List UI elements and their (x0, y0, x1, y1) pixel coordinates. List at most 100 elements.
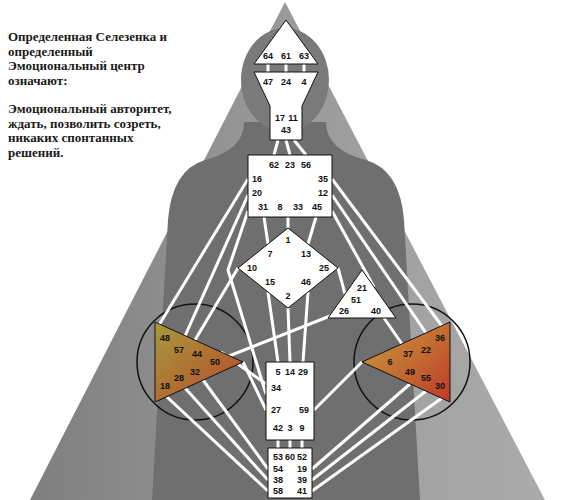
gate-number: 4 (301, 78, 306, 87)
heading-text: Определенная Селезенка и определенный Эм… (8, 30, 180, 88)
channel-line (301, 440, 304, 448)
channel-line (312, 391, 426, 480)
note-text: Эмоциональный авторитет, ждать, позволит… (8, 102, 180, 160)
center-shape (254, 72, 318, 140)
gate-number: 40 (371, 307, 381, 316)
gate-number: 5 (275, 368, 280, 377)
channel-line (274, 140, 278, 155)
gate-number: 56 (301, 161, 311, 170)
gate-number: 42 (273, 424, 283, 433)
channel-line (312, 398, 442, 491)
gate-number: 22 (421, 346, 431, 355)
gate-number: 12 (318, 189, 328, 198)
gate-number: 59 (299, 406, 309, 415)
center-shape (254, 20, 318, 64)
channel-line (288, 308, 290, 362)
gate-number: 19 (297, 465, 307, 474)
channel-line (185, 388, 268, 480)
gate-number: 63 (299, 52, 309, 61)
gate-number: 8 (277, 203, 282, 212)
gate-number: 47 (263, 78, 273, 87)
channel-line (203, 380, 268, 469)
gate-number: 29 (298, 368, 308, 377)
center-shape (362, 322, 450, 402)
channel-line (185, 195, 248, 336)
gate-number: 13 (301, 250, 311, 259)
gate-number: 9 (299, 424, 304, 433)
spleen-center: 48 57 44 50 32 28 18 (155, 322, 243, 402)
channel-line (264, 217, 268, 244)
gate-number: 43 (281, 126, 291, 135)
center-shape (266, 362, 314, 440)
gate-number: 58 (273, 487, 283, 496)
gate-number: 25 (319, 264, 329, 273)
gate-number: 21 (357, 284, 367, 293)
gate-number: 55 (421, 374, 431, 383)
channel-line (332, 211, 374, 287)
channel-line (195, 268, 238, 340)
gate-number: 6 (387, 358, 392, 367)
heart-center: 21512640 (328, 270, 396, 318)
gate-number: 16 (252, 175, 262, 184)
center-outline (328, 270, 396, 318)
gate-number: 30 (435, 382, 445, 391)
gate-number: 32 (190, 368, 200, 377)
sacral-center: 5 1429 34 27 59 42 39 (266, 362, 314, 440)
gate-number: 24 (281, 78, 291, 87)
g-center: 1 7 13 10 25 15 46 2 (238, 228, 338, 308)
gate-number: 52 (297, 453, 307, 462)
gate-number: 18 (160, 382, 170, 391)
gate-number: 39 (297, 476, 307, 485)
gate-number: 15 (265, 278, 275, 287)
gate-number: 41 (297, 487, 307, 496)
channel-line (286, 140, 290, 155)
center-shape (268, 448, 312, 498)
gate-number: 37 (403, 350, 413, 359)
center-shape (328, 270, 396, 318)
channel-line (243, 362, 266, 410)
gate-number: 62 (269, 161, 279, 170)
center-shape (238, 228, 338, 308)
channel-line (285, 64, 288, 72)
gate-number: 33 (293, 203, 303, 212)
channel-line (268, 292, 278, 362)
gate-number: 31 (258, 203, 268, 212)
gate-number: 28 (174, 374, 184, 383)
gate-number: 46 (301, 278, 311, 287)
channel-line (267, 64, 270, 72)
gate-number: 34 (271, 384, 281, 393)
channel-line (287, 217, 290, 228)
channel-line (167, 397, 268, 491)
gate-number: 38 (273, 476, 283, 485)
gate-number: 35 (318, 175, 328, 184)
gate-number: 27 (271, 406, 281, 415)
throat-center: 622356163520123183345 (248, 155, 332, 217)
channel-line (303, 64, 306, 72)
gate-number: 11 (288, 114, 298, 123)
gate-number: 14 (285, 368, 295, 377)
gate-number: 60 (285, 453, 295, 462)
gate-number: 1 (285, 236, 290, 245)
gate-number: 48 (160, 334, 170, 343)
gate-number: 44 (192, 350, 202, 359)
solar-plexus-center: 36 22 37 6 49 55 30 (362, 322, 450, 402)
center-shape (155, 322, 243, 402)
highlight-circle (137, 304, 253, 420)
gate-number: 36 (435, 334, 445, 343)
head-center: 646163 (254, 20, 318, 64)
root-center: 536052541938395841 (268, 448, 312, 498)
channel-line (289, 440, 292, 448)
ajna-center: 47244171143 (254, 72, 318, 140)
gate-number: 7 (267, 250, 272, 259)
gate-number: 50 (210, 358, 220, 367)
gate-number: 26 (339, 307, 349, 316)
gate-number: 57 (174, 346, 184, 355)
gate-number: 49 (405, 368, 415, 377)
gate-number: 3 (287, 424, 292, 433)
channel-line (308, 217, 316, 244)
gate-number: 61 (281, 52, 291, 61)
gate-number: 2 (285, 292, 290, 301)
gate-number: 10 (247, 264, 257, 273)
channel-line (294, 140, 306, 155)
